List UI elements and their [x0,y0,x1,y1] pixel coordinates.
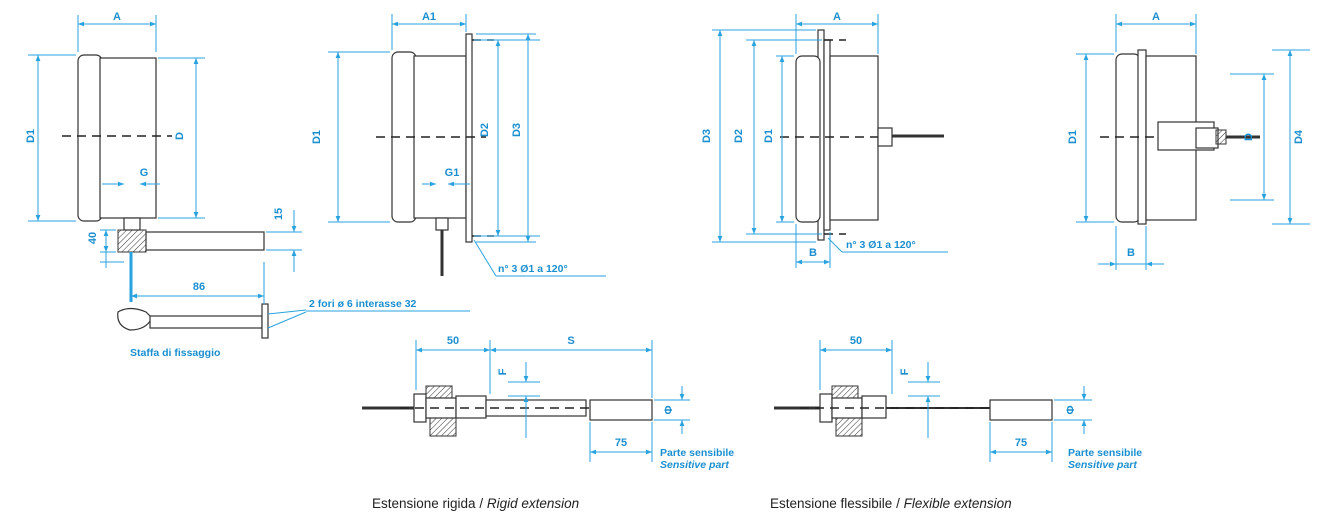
dim-D3-view2: D3 [511,123,523,137]
dim-A-view4: A [1152,11,1160,23]
dim-75-rigid: 75 [615,437,627,449]
note-holes-bracket: 2 fori ø 6 interasse 32 [309,298,417,310]
dim-D2-view2: D2 [479,123,491,137]
dim-B-view4: B [1127,247,1135,259]
caption-rigid-en: Rigid extension [486,496,580,511]
note-holes-view2: n° 3 Ø1 a 120° [498,263,568,275]
caption-flex-it: Estensione flessibile / [770,496,904,511]
dim-50-rigid: 50 [447,335,459,347]
dim-F-rigid: F [497,368,509,375]
dim-D4: D4 [1293,129,1305,144]
dim-D-view4: D [1243,133,1255,141]
dim-G1: G1 [445,167,460,179]
caption-rigid-it: Estensione rigida / [372,496,487,511]
note-holes-view3: n° 3 Ø1 a 120° [846,239,916,251]
caption-rigid: Estensione rigida / Rigid extension [372,496,579,511]
dim-40: 40 [87,232,99,244]
dim-75-flex: 75 [1015,437,1027,449]
dim-D1-view1: D1 [25,129,37,143]
dim-A-view1: A [113,11,121,23]
note-sensitive-it-flex: Parte sensibile [1068,447,1142,459]
view-rigid-extension: 50 S F Φ 75 Parte sensibile Sensitive pa… [362,335,734,471]
dim-S: S [567,335,574,347]
dim-D1-view4: D1 [1067,130,1079,144]
note-sensitive-it-rigid: Parte sensibile [660,447,734,459]
view-bottom-connection: A D1 D G 40 15 86 2 fori ø 6 interasse 3… [25,11,470,359]
dim-D3-view3: D3 [701,129,713,143]
dim-D-view1: D [174,132,186,140]
note-sensitive-en-rigid: Sensitive part [660,459,729,471]
dim-phi-rigid: Φ [663,405,675,414]
dim-A-view3: A [833,11,841,23]
view-back-connection: A D1 D D4 B [1067,11,1310,270]
dim-A1: A1 [422,11,436,23]
note-sensitive-en-flex: Sensitive part [1068,459,1137,471]
dim-F-flex: F [899,368,911,375]
caption-flex-en: Flexible extension [903,496,1012,511]
dim-phi-flex: Φ [1065,405,1077,414]
dim-D2-view3: D2 [733,129,745,143]
dim-G: G [140,167,149,179]
dim-86: 86 [193,281,205,293]
dim-D1-view3: D1 [763,129,775,143]
note-bracket: Staffa di fissaggio [130,347,220,359]
dim-50-flex: 50 [850,335,862,347]
view-flexible-extension: 50 F Φ 75 Parte sensibile Sensitive part [774,335,1142,471]
view-rear-flange: A D3 D2 D1 B n° 3 Ø1 a 120° [701,11,948,268]
caption-flexible: Estensione flessibile / Flexible extensi… [770,496,1012,511]
view-front-flange: A1 D1 D2 D3 G1 n° 3 Ø1 a 120° [311,11,606,277]
dim-B-view3: B [809,247,817,259]
dim-D1-view2: D1 [311,130,323,144]
dim-15: 15 [273,208,285,220]
